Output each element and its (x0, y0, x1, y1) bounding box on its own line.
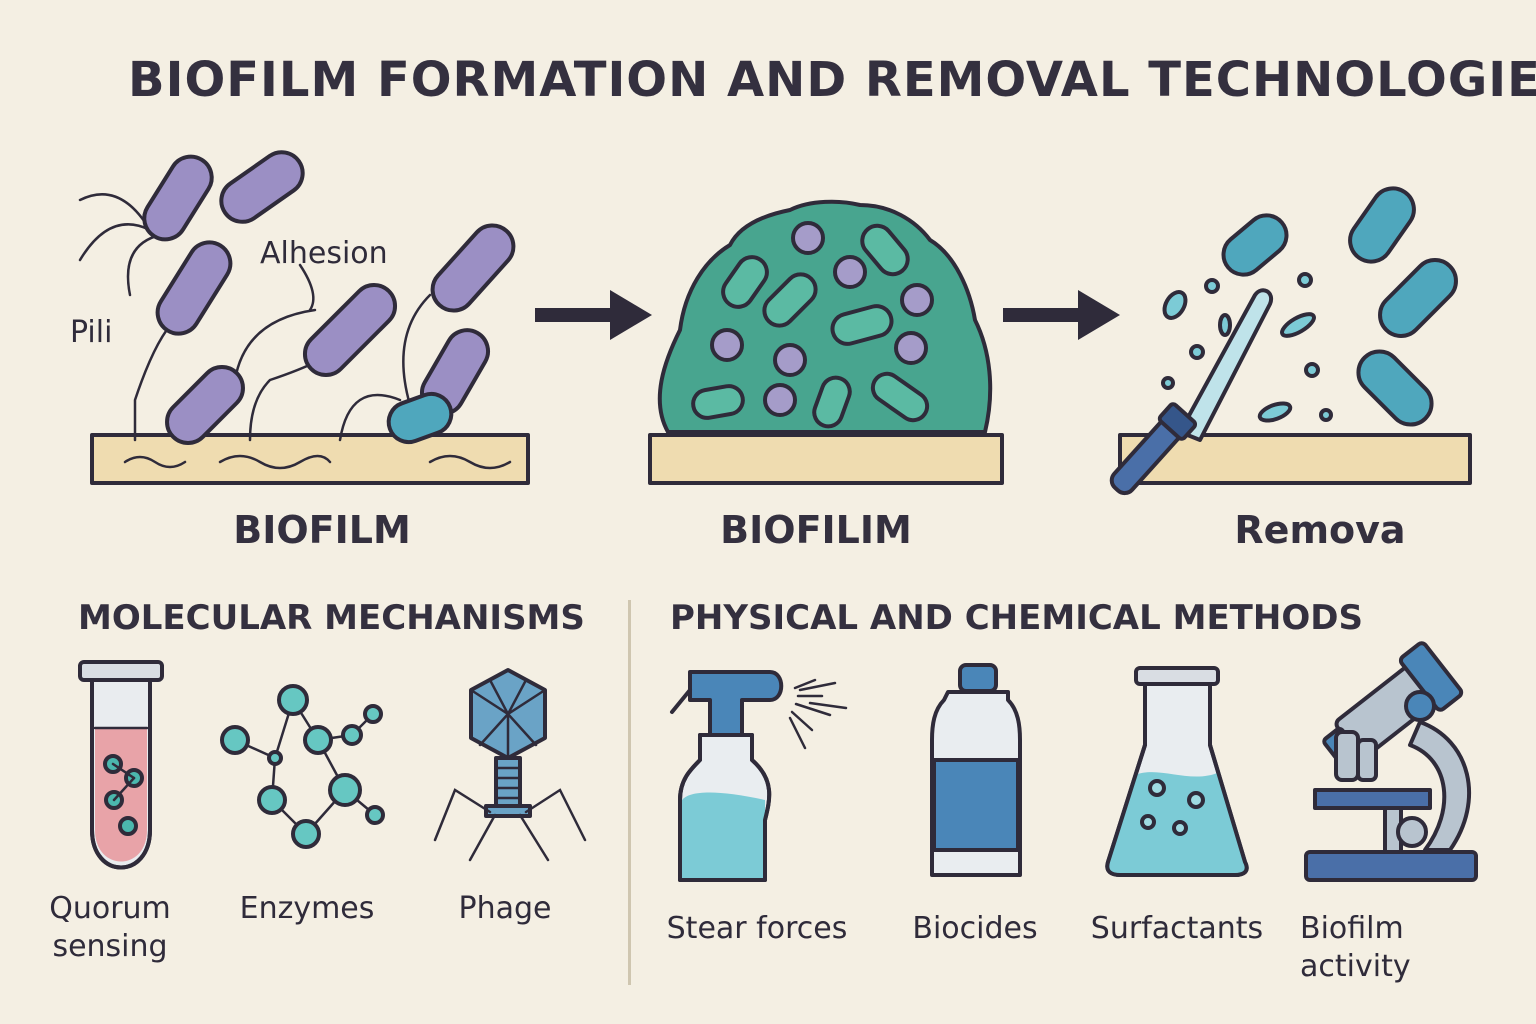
page-title: BIOFILM FORMATION AND REMOVAL TECHNOLOGI… (128, 52, 1536, 108)
bottle-icon (930, 663, 1022, 877)
bacteriophage-icon (433, 668, 587, 862)
nozzle-icon (1109, 402, 1198, 496)
arrow-right-icon (535, 290, 652, 340)
phage-label: Phage (458, 891, 552, 926)
stage-label-biofilm: BIOFILIM (720, 508, 912, 552)
test-tube-icon (78, 660, 164, 870)
surface (648, 433, 1004, 485)
bacterium (219, 150, 305, 224)
bacterium (155, 240, 233, 336)
bacterium (430, 223, 516, 313)
shear-forces-label: Stear forces (666, 911, 848, 946)
molecular-heading: MOLECULAR MECHANISMS (78, 598, 585, 638)
bacterium (1221, 213, 1289, 277)
biocides-label: Biocides (912, 911, 1038, 946)
arrow-right-icon (1003, 290, 1120, 340)
physical-heading: PHYSICAL AND CHEMICAL METHODS (670, 598, 1363, 638)
bacterium (1378, 258, 1458, 338)
pili-label: Pili (70, 315, 113, 350)
bacterium (302, 282, 398, 378)
biofilm-activity-label: Biofilm activity (1300, 911, 1411, 984)
molecule-icon (220, 684, 385, 849)
removal-stage (1109, 186, 1472, 496)
bacterium (386, 391, 454, 445)
flask-icon (1105, 666, 1249, 877)
bacterium (1348, 186, 1416, 264)
surface (90, 433, 530, 485)
surface (1118, 433, 1472, 485)
bacterium (1356, 349, 1434, 427)
surfactants-label: Surfactants (1090, 911, 1264, 946)
quorum-sensing-label: Quorum sensing (49, 891, 171, 964)
bacterium (142, 154, 214, 242)
bacterium (165, 365, 245, 445)
adhesion-stage (78, 150, 530, 485)
spray-bottle-icon (670, 670, 848, 882)
microscope-icon (1304, 641, 1478, 882)
water-jet (1178, 288, 1274, 442)
stage-label-removal: Remova (1234, 508, 1406, 552)
enzymes-label: Enzymes (239, 891, 375, 926)
section-divider (628, 600, 631, 985)
adhesion-label: Alhesion (260, 236, 388, 271)
stage-label-adhesion: BIOFILM (233, 508, 411, 552)
mature-biofilm-stage (648, 199, 1004, 485)
